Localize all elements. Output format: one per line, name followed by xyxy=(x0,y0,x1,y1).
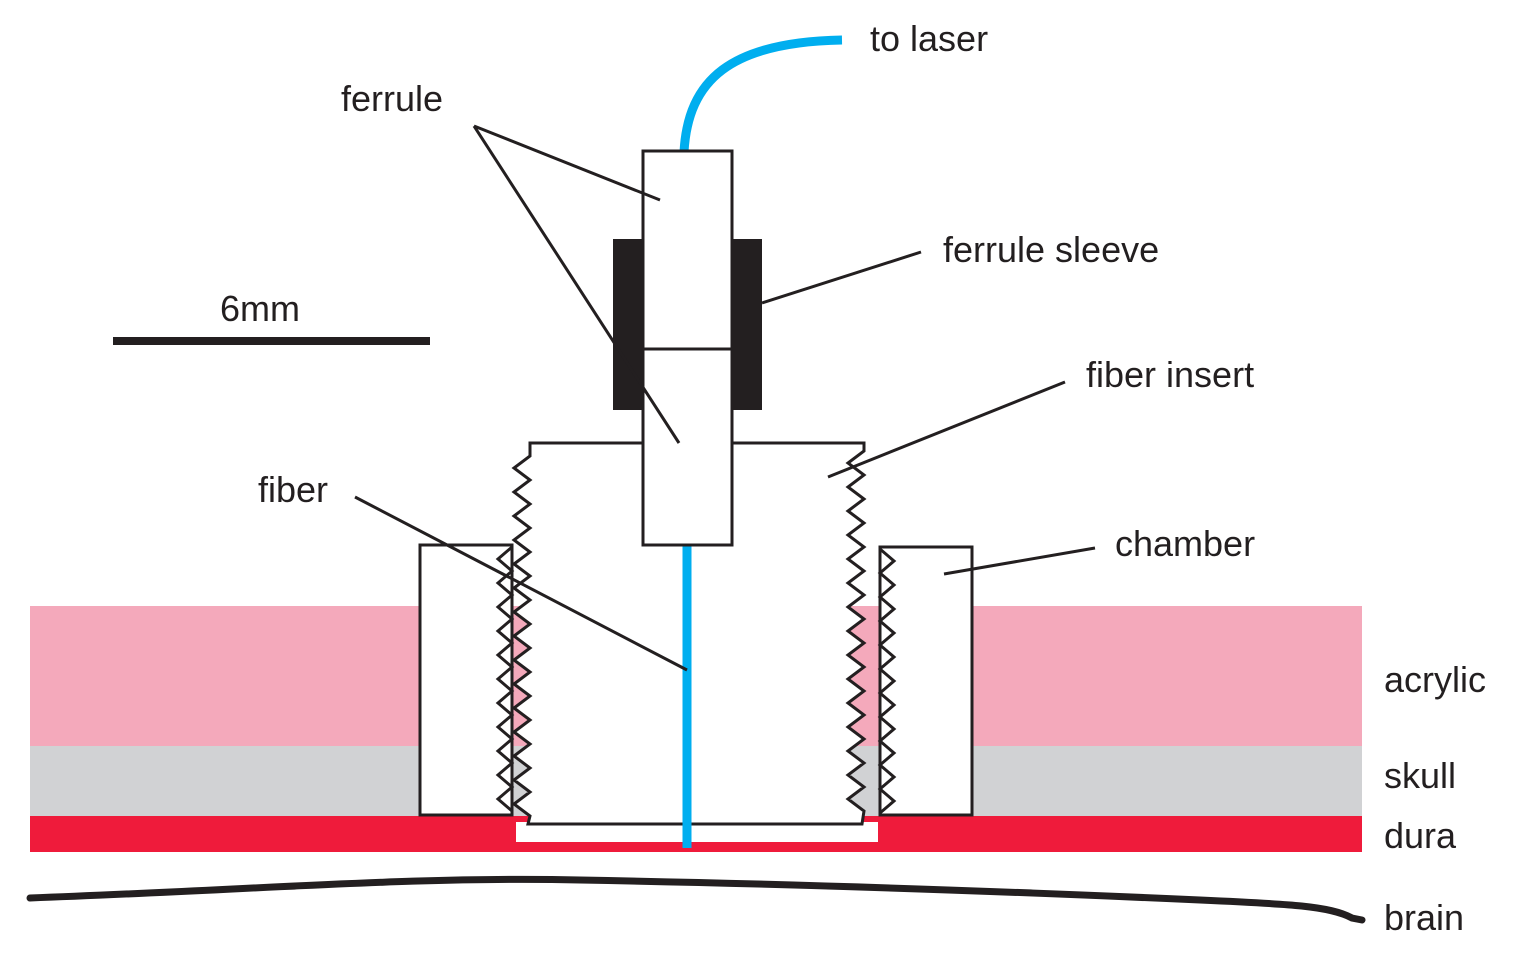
label-scale: 6mm xyxy=(220,288,300,329)
ferrule-lower xyxy=(641,347,734,547)
dura-opening xyxy=(516,822,878,842)
ferrule-leader-lower xyxy=(472,125,681,444)
fiber-leader xyxy=(354,495,688,672)
chamber-left-thread xyxy=(495,545,515,813)
brain-surface xyxy=(26,875,1366,924)
label-skull: skull xyxy=(1384,755,1456,796)
ferrule-leader-upper xyxy=(473,124,661,202)
ferrule-upper xyxy=(641,149,734,351)
label-acrylic: acrylic xyxy=(1384,659,1486,700)
ferrule-sleeve-left xyxy=(613,239,643,410)
chamber-right-thread xyxy=(877,547,897,815)
label-to-laser: to laser xyxy=(870,18,988,59)
label-dura: dura xyxy=(1384,815,1457,856)
label-ferrule: ferrule xyxy=(341,78,443,119)
label-fiber: fiber xyxy=(258,469,328,510)
fiber-to-laser xyxy=(679,35,843,153)
label-brain: brain xyxy=(1384,897,1464,938)
ferrule-sleeve-right xyxy=(732,239,762,410)
ferrule-sleeve-leader xyxy=(761,250,922,305)
chamber-left-wall xyxy=(418,543,514,817)
chamber-right-wall xyxy=(878,545,974,817)
fiber-insert-leader xyxy=(827,380,1066,479)
chamber-leader xyxy=(943,546,1096,576)
label-chamber: chamber xyxy=(1115,523,1255,564)
label-ferrule-sleeve: ferrule sleeve xyxy=(943,229,1159,270)
label-fiber-insert: fiber insert xyxy=(1086,354,1254,395)
